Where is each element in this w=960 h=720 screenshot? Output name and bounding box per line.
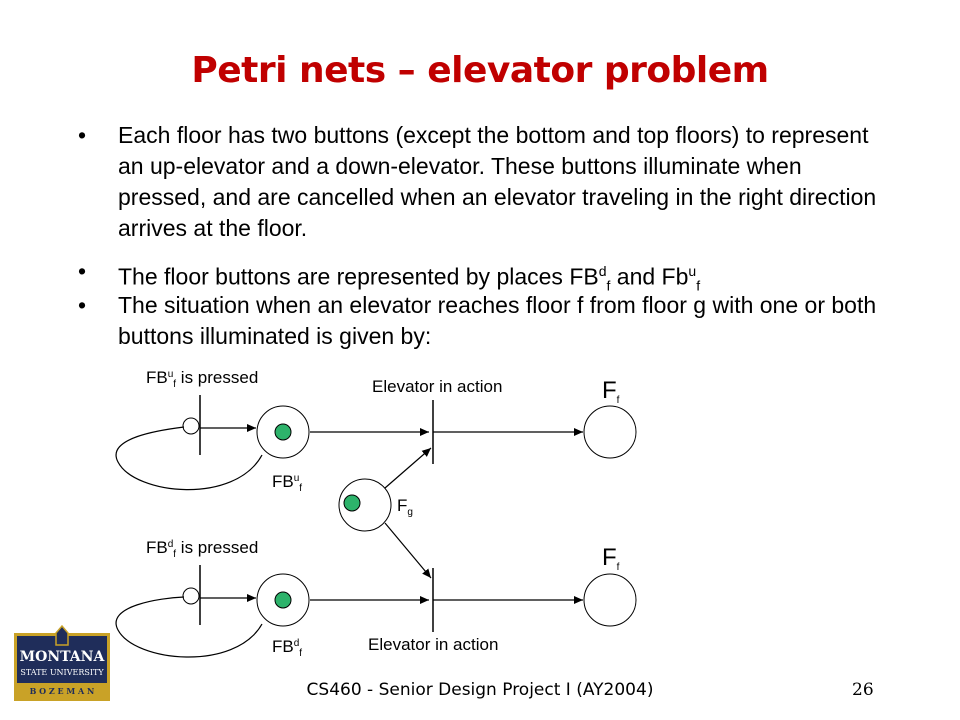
- logo-gold-band: [17, 683, 107, 698]
- logo-line1: MONTANA: [20, 649, 106, 665]
- slide-title: Petri nets – elevator problem: [191, 50, 769, 91]
- token-fbu: [274, 423, 292, 441]
- token-fg: [343, 494, 361, 512]
- inhibitor-circle-top: [182, 417, 200, 435]
- bullet-2-text: The floor buttons are represented by pla…: [118, 263, 701, 294]
- arc-fg-to-bottom: [384, 522, 432, 579]
- ff-bottom-label: Ff: [602, 544, 620, 573]
- bullet-dot: •: [78, 122, 87, 148]
- bullet-1-text: Each floor has two buttons (except the b…: [118, 122, 877, 241]
- inhibitor-circle-bottom: [182, 587, 200, 605]
- bullet-3-text: The situation when an elevator reaches f…: [118, 292, 877, 349]
- logo-line3: B O Z E M A N: [30, 686, 95, 696]
- fbu-pressed-label: FBuf is pressed: [146, 368, 258, 390]
- place-ff-top: [583, 405, 637, 459]
- elevator-action-bottom-label: Elevator in action: [368, 635, 498, 654]
- logo-tower-icon: [55, 624, 69, 646]
- bullet-dot: •: [78, 258, 87, 284]
- fbd-place-label: FBdf: [272, 637, 302, 659]
- place-ff-bottom: [583, 573, 637, 627]
- place-fg: [338, 478, 392, 532]
- loop-arc-top: [115, 426, 263, 491]
- ff-top-label: Ff: [602, 377, 620, 406]
- fbd-pressed-label: FBdf is pressed: [146, 538, 258, 560]
- arc-fg-to-top: [384, 447, 432, 489]
- montana-state-logo: MONTANA STATE UNIVERSITY B O Z E M A N: [14, 624, 110, 701]
- bullet-dot: •: [78, 292, 87, 318]
- token-fbd: [274, 591, 292, 609]
- footer-course: CS460 - Senior Design Project I (AY2004): [306, 680, 654, 700]
- fg-label: Fg: [397, 496, 413, 518]
- loop-arc-bottom: [115, 596, 263, 658]
- fbu-place-label: FBuf: [272, 472, 302, 494]
- page-number: 26: [852, 680, 874, 700]
- logo-line2: STATE UNIVERSITY: [20, 668, 104, 677]
- elevator-action-top-label: Elevator in action: [372, 377, 502, 396]
